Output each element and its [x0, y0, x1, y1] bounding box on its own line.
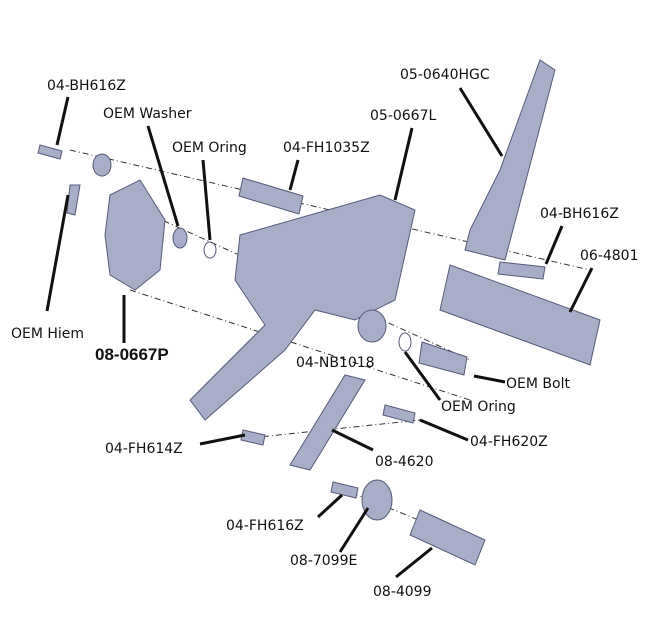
- tube-08-4099: [409, 509, 486, 566]
- oem-washer-part: [172, 227, 188, 249]
- bolt-04-bh616z: [37, 144, 63, 160]
- label-04-fh614z: 04-FH614Z: [105, 441, 183, 457]
- linkage-08-4620: [289, 374, 366, 471]
- label-06-4801: 06-4801: [580, 248, 639, 264]
- label-04-nb1018: 04-NB1018: [296, 355, 375, 371]
- bolt-04-bh616z-right: [497, 261, 546, 280]
- label-05-0640hgc: 05-0640HGC: [400, 67, 490, 83]
- spacer-08-7099e: [361, 479, 393, 521]
- oem-oring-part: [203, 241, 217, 259]
- leader-lines: [45, 87, 594, 579]
- label-oem-bolt: OEM Bolt: [506, 376, 570, 392]
- label-04-fh1035z: 04-FH1035Z: [283, 140, 370, 156]
- heel-guard-05-0640hgc: [464, 59, 556, 261]
- bolt-04-fh616z: [330, 481, 359, 499]
- oem-hiem-part: [92, 153, 112, 177]
- bracket-08-0667p: [104, 179, 166, 291]
- label-08-4099: 08-4099: [373, 584, 432, 600]
- oem-oring-bottom-part: [398, 332, 412, 352]
- label-04-bh616z-top: 04-BH616Z: [47, 78, 126, 94]
- label-04-fh620z: 04-FH620Z: [470, 434, 548, 450]
- label-08-7099e: 08-7099E: [290, 553, 358, 569]
- oem-hiem-shaft: [66, 184, 81, 216]
- bushing-04-nb1018: [357, 309, 387, 343]
- bolt-04-fh1035z: [238, 177, 304, 215]
- label-oem-oring-top: OEM Oring: [172, 140, 247, 156]
- label-08-4620: 08-4620: [375, 454, 434, 470]
- label-05-0667l: 05-0667L: [370, 108, 437, 124]
- foot-peg-06-4801: [439, 264, 601, 366]
- label-04-fh616z: 04-FH616Z: [226, 518, 304, 534]
- bolt-04-fh620z: [382, 404, 416, 424]
- label-oem-hiem: OEM Hiem: [11, 326, 85, 342]
- label-oem-washer: OEM Washer: [103, 106, 192, 122]
- oem-bolt-part: [418, 341, 468, 376]
- label-08-0667p: 08-0667P: [95, 345, 169, 364]
- label-oem-oring-bottom: OEM Oring: [441, 399, 516, 415]
- bolt-04-fh614z: [240, 429, 266, 446]
- rearset-plate-05-0667l: [189, 194, 416, 421]
- label-04-bh616z-right: 04-BH616Z: [540, 206, 619, 222]
